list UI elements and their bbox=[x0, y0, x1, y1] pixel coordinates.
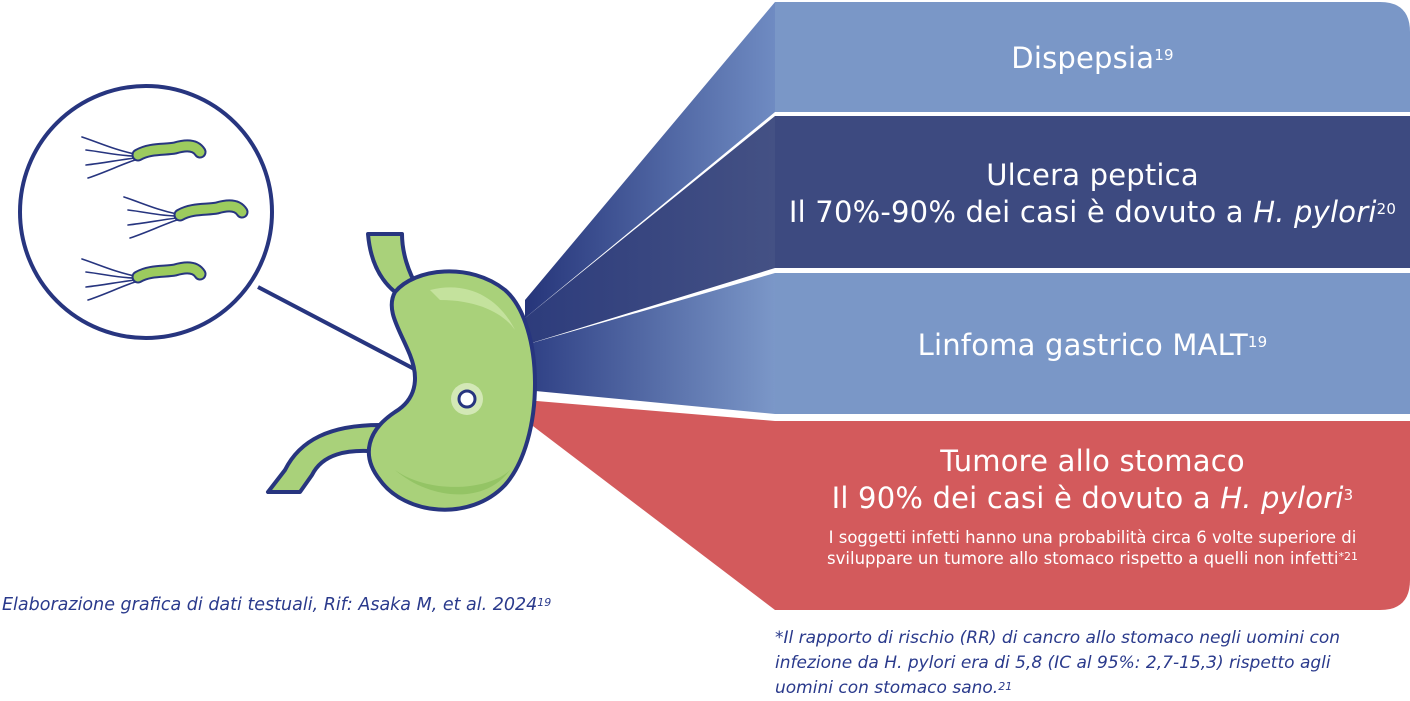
panel-dispepsia bbox=[775, 2, 1410, 112]
panel-tumore-line2: Il 90% dei casi è dovuto a bbox=[831, 481, 1221, 515]
footnote-ref: 21 bbox=[998, 680, 1013, 693]
panel-dispepsia-ref: 19 bbox=[1154, 46, 1174, 64]
panel-ulcera-title: Ulcera peptica bbox=[986, 158, 1199, 192]
footnote-line1: *Il rapporto di rischio (RR) di cancro a… bbox=[775, 628, 1340, 648]
panel-ulcera-species: H. pylori bbox=[1253, 195, 1377, 229]
panel-tumore-species: H. pylori bbox=[1220, 481, 1344, 515]
panel-linfoma-title: Linfoma gastrico MALT bbox=[917, 328, 1248, 362]
panel-tumore-note-line2: sviluppare un tumore allo stomaco rispet… bbox=[827, 549, 1339, 568]
source-caption: Elaborazione grafica di dati testuali, R… bbox=[2, 593, 551, 617]
panel-tumore-note-ref: *21 bbox=[1338, 550, 1358, 563]
footnote: *Il rapporto di rischio (RR) di cancro a… bbox=[775, 626, 1405, 701]
fan-wedge-dispepsia bbox=[525, 2, 775, 318]
panel-linfoma-text: Linfoma gastrico MALT19 bbox=[775, 327, 1410, 364]
fan-wedge-tumore bbox=[525, 400, 775, 610]
panel-ulcera-ref: 20 bbox=[1376, 200, 1397, 218]
panel-tumore-title: Tumore allo stomaco bbox=[940, 444, 1245, 478]
panel-linfoma bbox=[775, 273, 1410, 414]
panel-tumore-note-line1: I soggetti infetti hanno una probabilità… bbox=[828, 528, 1357, 547]
panel-linfoma-ref: 19 bbox=[1247, 333, 1268, 351]
panel-ulcera-text: Ulcera peptica Il 70%-90% dei casi è dov… bbox=[775, 157, 1410, 231]
panel-tumore-ref: 3 bbox=[1343, 486, 1354, 504]
fan-wedge-linfoma bbox=[525, 273, 775, 414]
panel-dispepsia-title: Dispepsia bbox=[1011, 41, 1155, 75]
source-text: Elaborazione grafica di dati testuali, R… bbox=[2, 595, 538, 615]
panel-ulcera bbox=[775, 116, 1410, 268]
bacteria-icon bbox=[81, 136, 249, 301]
panel-dispepsia-text: Dispepsia19 bbox=[775, 40, 1410, 77]
panel-ulcera-line2: Il 70%-90% dei casi è dovuto a bbox=[788, 195, 1254, 229]
panel-tumore bbox=[775, 421, 1410, 610]
footnote-line3: uomini con stomaco sano. bbox=[775, 678, 999, 698]
source-ref: 19 bbox=[537, 596, 552, 609]
fan-wedge-ulcera bbox=[525, 116, 775, 345]
panel-tumore-text: Tumore allo stomaco Il 90% dei casi è do… bbox=[775, 443, 1410, 569]
stomach-icon bbox=[266, 232, 537, 512]
footnote-line2: infezione da H. pylori era di 5,8 (IC al… bbox=[775, 653, 1331, 673]
